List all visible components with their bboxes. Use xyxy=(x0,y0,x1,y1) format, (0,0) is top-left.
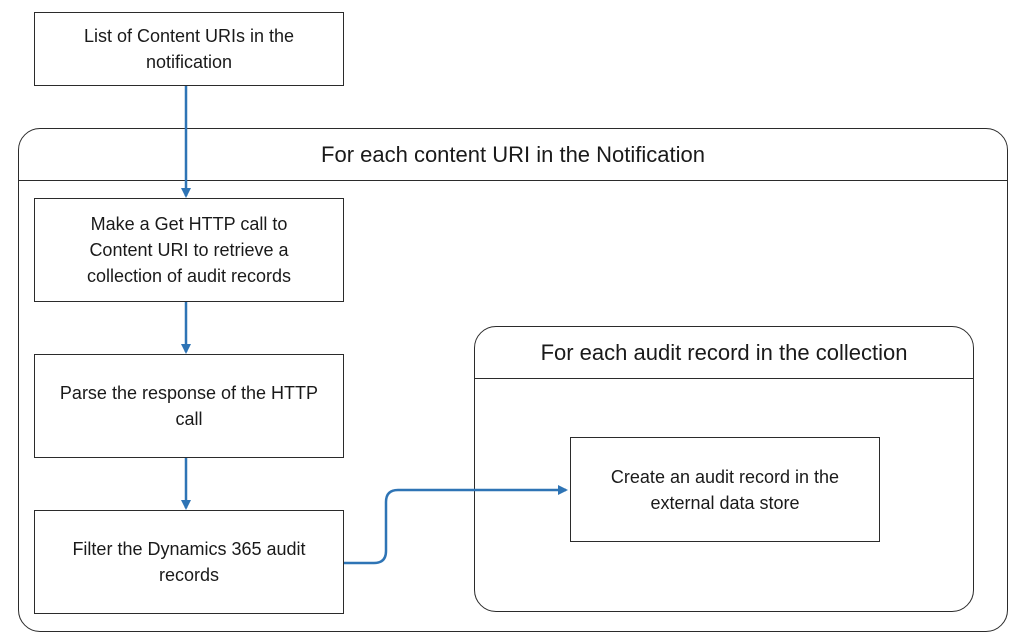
outer-loop-container: For each content URI in the Notification xyxy=(18,128,1008,632)
inner-loop-title: For each audit record in the collection xyxy=(475,327,973,379)
parse-response-box: Parse the response of the HTTP call xyxy=(34,354,344,458)
get-http-call-box: Make a Get HTTP call to Content URI to r… xyxy=(34,198,344,302)
outer-loop-title: For each content URI in the Notification xyxy=(19,129,1007,181)
content-uri-list-box: List of Content URIs in the notification xyxy=(34,12,344,86)
filter-records-box: Filter the Dynamics 365 audit records xyxy=(34,510,344,614)
inner-loop-container: For each audit record in the collection xyxy=(474,326,974,612)
create-audit-record-box: Create an audit record in the external d… xyxy=(570,437,880,542)
